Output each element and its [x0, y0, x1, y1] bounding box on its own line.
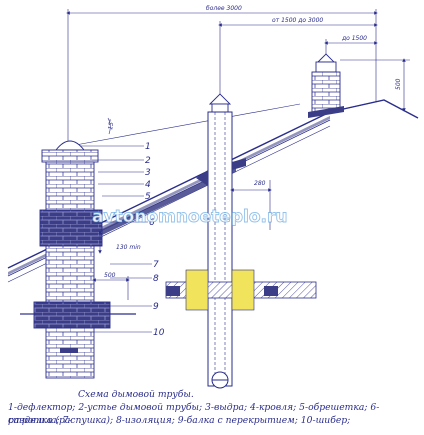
dim-500-vertical: 500: [395, 78, 402, 90]
top-dimensions: [66, 9, 410, 145]
left-dimensions: [92, 230, 130, 300]
callout-3: 3: [145, 168, 151, 178]
brick-chimney: [20, 140, 136, 379]
ceiling-insulation-left: [185, 269, 209, 311]
callout-1: 1: [145, 142, 151, 152]
callout-6: 6: [149, 218, 155, 228]
callout-4: 4: [145, 180, 151, 190]
callout-5: 5: [145, 192, 151, 202]
watermark-text: avtonomnoeteplo.ru: [92, 207, 287, 227]
chimney-otter-dark: [39, 209, 103, 247]
damper-slot: [60, 348, 78, 353]
callout-10: 10: [153, 328, 165, 338]
callout-leaders: [80, 145, 152, 333]
dim-up-to-1500: до 1500: [341, 35, 367, 42]
callout-2: 2: [145, 156, 151, 166]
callout-7: 7: [153, 260, 159, 270]
dim-280: 280: [254, 180, 266, 187]
dim-130-min: 130 min: [116, 244, 141, 251]
caption-legend-line-1: 1-дефлектор; 2-устье дымовой трубы; 3-вы…: [8, 402, 380, 426]
chimney-fluffing-dark: [33, 301, 111, 329]
roof-batten-strip: [100, 166, 236, 236]
ridge-chimney: [308, 53, 344, 118]
callout-8: 8: [153, 274, 159, 284]
angle-guide: [69, 103, 301, 147]
pipe-otter-flashing: [196, 158, 246, 186]
dim-1500-3000: от 1500 до 3000: [272, 17, 323, 24]
caption-legend-line-2: разделка (распушка); 8-изоляция; 9-балка…: [8, 415, 351, 426]
dim-280-lines: [230, 180, 272, 230]
pipe-deflector: [208, 93, 232, 105]
callout-9: 9: [153, 302, 159, 312]
ceiling-insulation-right: [231, 269, 255, 311]
chimney-cap-dome: [55, 140, 85, 151]
caption-title: Схема дымовой трубы.: [78, 389, 194, 400]
dim-angle: 15°: [107, 119, 116, 131]
dim-500-horizontal: 500: [104, 272, 116, 279]
insulated-pipe: [165, 93, 317, 389]
dim-over-3000: более 3000: [206, 5, 242, 12]
